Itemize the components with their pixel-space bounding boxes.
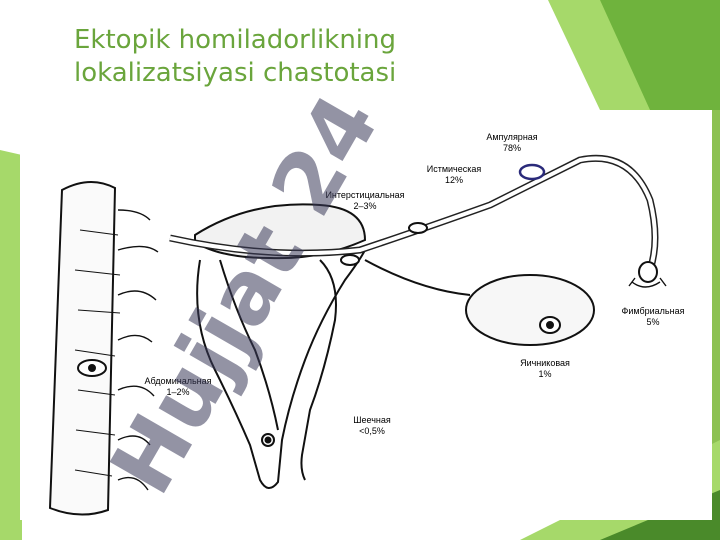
- interstitial-name: Интерстициальная: [325, 190, 405, 200]
- title-line-2: lokalizatsiyasi chastotasi: [74, 58, 397, 88]
- label-isthmic: Истмическая 12%: [427, 164, 482, 186]
- label-fimbrial: Фимбриальная 5%: [622, 306, 685, 328]
- intestine-drawing: [48, 181, 159, 516]
- title-line-1: Ektopik homiladorlikning: [74, 25, 397, 55]
- isthmic-embryo: [408, 222, 428, 234]
- uterus-drawing: [194, 203, 367, 489]
- fimbrial-name: Фимбриальная: [621, 306, 685, 316]
- anatomy-figure: Ампулярная 78% Истмическая 12% Интерстиц…: [20, 110, 712, 520]
- abdominal-percent: 1–2%: [166, 387, 190, 397]
- cervical-percent: <0,5%: [359, 426, 385, 436]
- interstitial-embryo: [340, 254, 360, 266]
- ovarian-name: Яичниковая: [520, 358, 570, 368]
- fallopian-tube-drawing: [169, 154, 667, 288]
- label-interstitial: Интерстициальная 2–3%: [325, 190, 404, 212]
- label-cervical: Шеечная <0,5%: [353, 415, 391, 437]
- slide-title: Ektopik homiladorlikning lokalizatsiyasi…: [74, 24, 396, 90]
- ampullary-embryo: [518, 163, 546, 181]
- ampullary-percent: 78%: [502, 143, 522, 153]
- abdominal-name: Абдоминальная: [144, 376, 212, 386]
- fimbrial-percent: 5%: [646, 317, 660, 327]
- label-ampullary: Ампулярная 78%: [486, 132, 537, 154]
- right-green-strip: [712, 110, 720, 540]
- interstitial-percent: 2–3%: [353, 201, 377, 211]
- isthmic-name: Истмическая: [426, 164, 482, 174]
- left-green-band: [0, 150, 22, 540]
- cervical-name: Шеечная: [353, 415, 391, 425]
- label-abdominal: Абдоминальная 1–2%: [145, 376, 212, 398]
- ovarian-percent: 1%: [538, 369, 552, 379]
- fimbrial-embryo: [638, 261, 658, 283]
- label-ovarian: Яичниковая 1%: [520, 358, 570, 380]
- ampullary-name: Ампулярная: [486, 132, 538, 142]
- ovary-drawing: [340, 254, 595, 346]
- top-right-dark-facet: [600, 0, 720, 110]
- isthmic-percent: 12%: [444, 175, 464, 185]
- uterus-diagram-drawing: [48, 154, 667, 516]
